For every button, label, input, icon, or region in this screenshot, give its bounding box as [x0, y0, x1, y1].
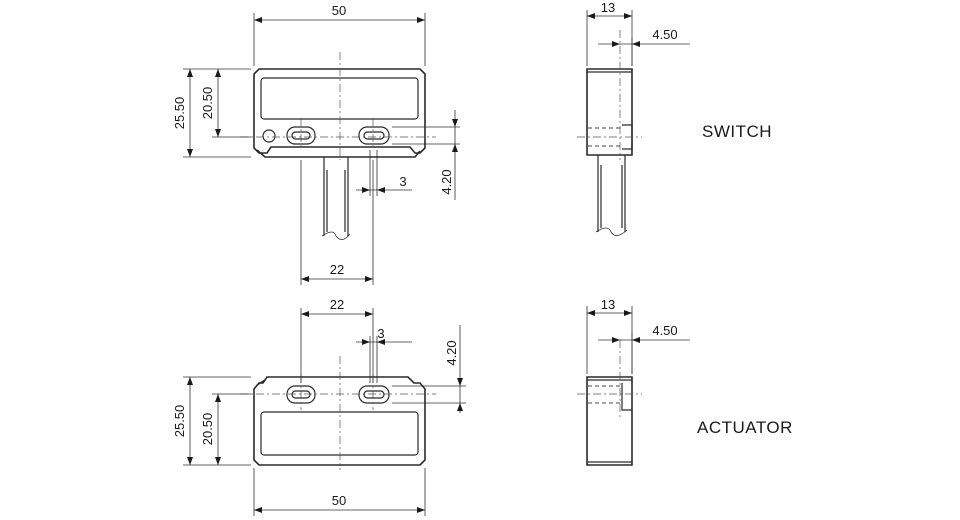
switch-outer-height-dim: 25.50 [172, 97, 187, 130]
switch-inner-height-dim: 20.50 [200, 87, 215, 120]
actuator-body-outline [253, 376, 426, 466]
actuator-outer-height-dim: 25.50 [172, 405, 187, 438]
actuator-depth-dim: 13 [601, 297, 615, 312]
actuator-front-view: 22 3 4.20 25.50 20.50 50 [172, 297, 466, 516]
actuator-label: ACTUATOR [697, 418, 793, 437]
switch-side-outline [586, 68, 633, 156]
actuator-side-outline [586, 376, 633, 466]
switch-slot-pitch-dim: 22 [330, 262, 344, 277]
switch-label-window [260, 77, 419, 120]
actuator-width-dim: 50 [332, 493, 346, 508]
switch-front-view: 50 25.50 20.50 22 3 4.20 [172, 3, 460, 285]
switch-depth-dim: 13 [601, 0, 615, 15]
switch-body-outline [253, 68, 426, 154]
switch-label: SWITCH [702, 122, 772, 141]
switch-offset-dim: 4.50 [652, 27, 677, 42]
switch-slot-offset-dim: 4.20 [439, 169, 454, 194]
actuator-right-slot [358, 385, 390, 404]
actuator-label-window [260, 411, 419, 456]
actuator-slot-pitch-dim: 22 [330, 297, 344, 312]
switch-round-hole [262, 129, 276, 143]
switch-width-dim: 50 [332, 3, 346, 18]
actuator-side-view: 13 4.50 [577, 297, 690, 466]
switch-side-cable [595, 155, 628, 236]
switch-cable [321, 157, 351, 240]
switch-side-view: 13 4.50 [577, 0, 690, 236]
actuator-slot-width-dim: 3 [377, 326, 384, 341]
switch-right-slot [358, 126, 390, 145]
actuator-offset-dim: 4.50 [652, 323, 677, 338]
actuator-slot-offset-dim: 4.20 [444, 340, 459, 365]
switch-slot-width-dim: 3 [399, 174, 406, 189]
actuator-inner-height-dim: 20.50 [200, 413, 215, 446]
